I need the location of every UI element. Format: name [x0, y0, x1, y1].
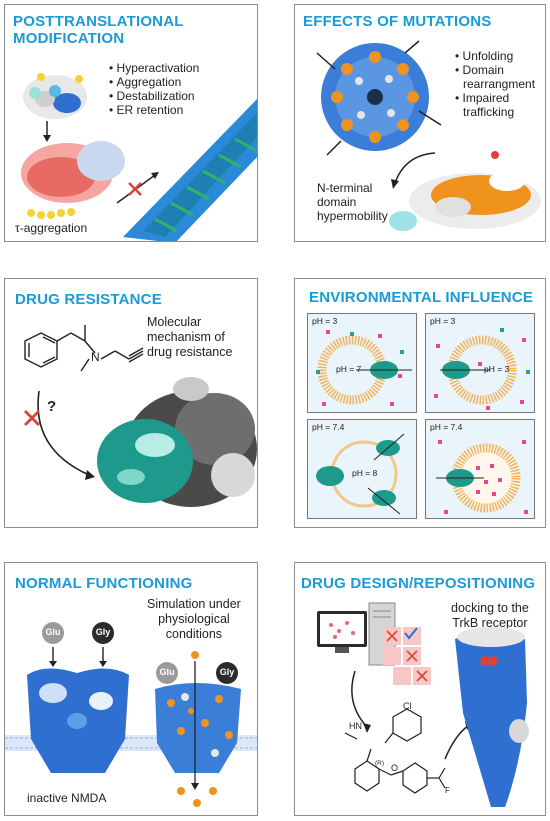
- glutamate-ligand-icon: [156, 662, 178, 684]
- curved-arrow-icon: [394, 152, 436, 184]
- panel-title: POSTTRANSLATIONAL MODIFICATION: [13, 13, 184, 47]
- inactive-nmda-label: inactive NMDA: [27, 791, 107, 805]
- compound-library-icon: [383, 627, 431, 685]
- amyloid-fibril-icon: [123, 99, 257, 241]
- arrow-icon: [444, 724, 470, 760]
- list-item: Hyperactivation: [109, 61, 200, 75]
- inner-ph-label: pH = 3: [484, 364, 510, 374]
- list-item: • Domain: [455, 63, 504, 77]
- outer-ph-label: pH = 3: [312, 316, 338, 326]
- liposome-diagram: [434, 328, 530, 410]
- outer-ph-label: pH = 7.4: [312, 422, 345, 432]
- title-line-2: MODIFICATION: [13, 30, 125, 47]
- nitrogen-atom-label: N: [91, 350, 100, 364]
- curved-arrow-icon: [351, 670, 368, 728]
- gly-label: Gly: [95, 627, 111, 637]
- environment-quadrant: pH = 3 pH = 7: [307, 313, 417, 413]
- ptm-illustration: [21, 73, 257, 241]
- inner-ph-label: pH = 7: [336, 364, 362, 374]
- list-item: ER retention: [109, 103, 199, 117]
- panel-title: DRUG DESIGN/REPOSITIONING: [301, 575, 536, 592]
- environment-quadrant: pH = 3 pH = 3: [425, 313, 535, 413]
- panel-environmental-influence: ENVIRONMENTAL INFLUENCE pH = 3 pH = 7 pH…: [294, 278, 546, 528]
- panel-normal-functioning: NORMAL FUNCTIONING Simulation under phys…: [4, 562, 258, 816]
- simulation-caption: Simulation under physiological condition…: [147, 597, 241, 641]
- glycine-ligand-icon: [216, 662, 238, 684]
- panel-title: NORMAL FUNCTIONING: [15, 575, 193, 592]
- glycine-ligand-icon: [92, 622, 114, 644]
- panel-title: ENVIRONMENTAL INFLUENCE: [309, 289, 534, 306]
- protein-complex-icon: [321, 43, 429, 151]
- tau-protein-icon: [23, 73, 87, 119]
- tau-aggregation-caption: τ-aggregation: [15, 221, 88, 235]
- tau-aggregate-icon: [21, 141, 125, 219]
- stereo-label: (R): [375, 760, 384, 767]
- panel-title: DRUG RESISTANCE: [15, 291, 162, 308]
- panel-drug-resistance: DRUG RESISTANCE Molecular mechanism of d…: [4, 278, 258, 528]
- list-item: • Unfolding: [455, 49, 514, 63]
- environment-quadrant: pH = 7.4: [425, 419, 535, 519]
- oxygen-label: O: [391, 763, 398, 773]
- curved-arrow-icon: [37, 390, 90, 476]
- outer-ph-label: pH = 3: [430, 316, 456, 326]
- docking-caption: docking to the TrkB receptor: [451, 601, 529, 630]
- nmda-receptor-inactive-icon: [27, 668, 129, 773]
- resistance-illustration: N ?: [24, 325, 257, 507]
- chlorine-label: Cl: [403, 701, 412, 711]
- title-line-1: POSTTRANSLATIONAL: [13, 13, 184, 30]
- liposome-diagram: [316, 330, 412, 406]
- liposome-diagram: [436, 440, 528, 514]
- cross-icon: [24, 410, 40, 426]
- liposome-diagram: [316, 433, 405, 515]
- cross-icon: [128, 182, 142, 196]
- resistance-caption: Molecular mechanism of drug resistance: [147, 315, 233, 359]
- drug-design-illustration: Cl HN O (R) F: [317, 602, 529, 807]
- panel-effects-of-mutations: EFFECTS OF MUTATIONS • Unfolding • Domai…: [294, 4, 546, 242]
- glutamate-ligand-icon: [42, 622, 64, 644]
- nmda-illustration: [5, 622, 257, 807]
- glu-label: Glu: [45, 627, 61, 637]
- panel-drug-design-repositioning: DRUG DESIGN/REPOSITIONING docking to the…: [294, 562, 546, 816]
- list-item: Destabilization: [109, 89, 199, 103]
- panel-posttranslational-modification: POSTTRANSLATIONAL MODIFICATION Hyperacti…: [4, 4, 258, 242]
- nmda-receptor-simulated-icon: [155, 683, 241, 773]
- question-mark: ?: [47, 398, 56, 415]
- amine-label: HN: [349, 721, 362, 731]
- list-item: rearrangment: [463, 77, 536, 91]
- list-item: • Impaired: [455, 91, 510, 105]
- outward-arrows-icon: [316, 40, 442, 156]
- ions-icon: [177, 787, 217, 807]
- fluorine-label: F: [445, 786, 450, 795]
- list-item: Aggregation: [109, 75, 199, 89]
- mutation-effects-list: • Unfolding • Domain rearrangment • Impa…: [455, 49, 535, 119]
- environment-quadrant: pH = 7.4 pH = 8: [307, 419, 417, 519]
- outer-ph-label: pH = 7.4: [430, 422, 463, 432]
- inner-ph-label: pH = 8: [352, 468, 378, 478]
- trkb-receptor-icon: [455, 627, 529, 807]
- ptm-effects-list: Hyperactivation Aggregation Destabilizat…: [109, 61, 200, 117]
- mao-b-protein-icon: [97, 377, 257, 507]
- panel-title: EFFECTS OF MUTATIONS: [303, 13, 492, 30]
- mutations-illustration: [316, 40, 541, 231]
- mutation-caption: N-terminal domain hypermobility: [317, 181, 388, 223]
- chemical-structure-icon: [344, 708, 446, 794]
- glu-label: Glu: [159, 667, 175, 677]
- selegiline-structure-icon: [24, 325, 144, 372]
- mutant-monomer-icon: [389, 151, 541, 231]
- list-item: trafficking: [463, 105, 515, 119]
- gly-label: Gly: [219, 667, 235, 677]
